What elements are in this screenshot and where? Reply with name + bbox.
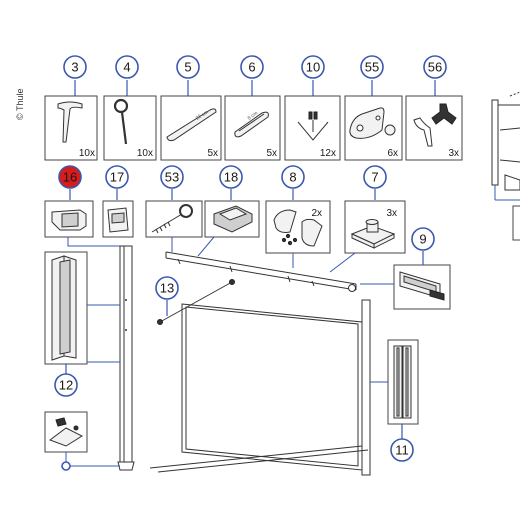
part-17-callout [105,165,129,189]
bracket-icon [349,107,396,139]
part-10-label: 10 [306,60,320,75]
part-5[interactable]: 22 cm 5x 5 [160,55,222,161]
cap-set-icon [273,209,323,247]
part-3-qty: 10x [79,148,95,159]
part-5-callout [176,55,200,79]
peg-icon [57,101,83,143]
part-4-qty: 10x [137,148,153,159]
part-17[interactable]: 17 [102,165,134,238]
part-6[interactable]: 8 cm 5x 6 [224,55,281,161]
mount-icon [350,219,396,249]
part-18-label: 18 [224,170,238,185]
part-17-label: 17 [110,170,124,185]
part-6-marking: 8 cm [247,111,259,122]
part-11-label: 11 [395,443,409,458]
clip-icon [413,103,457,147]
part-7-qty: 3x [386,208,397,219]
rail-icon [393,345,412,419]
ring-peg-icon [113,98,129,145]
clamp-icon [213,205,253,233]
eye-bolt-icon [151,204,193,234]
part-5-qty: 5x [207,148,218,159]
part-9-label: 9 [419,232,426,247]
part-10-callout [301,55,325,79]
part-10[interactable]: 12x 10 [284,55,341,161]
part-55[interactable]: 6x 55 [344,55,403,161]
part-13-label: 13 [160,281,174,296]
foot-callout-dot [61,461,71,471]
part-8[interactable]: 2x 8 [265,165,331,268]
part-8-label: 8 [289,170,296,185]
part-55-label: 55 [365,60,379,75]
part-3-callout [63,55,87,79]
strap-icon [234,111,269,138]
part-4-box [103,95,157,161]
part-16-label: 16 [63,170,77,185]
part-11[interactable]: 11 [370,339,419,462]
part-18-callout [219,165,243,189]
part-16[interactable]: 16 [44,165,128,247]
part-6-label: 6 [248,60,255,75]
part-12[interactable]: 12 [44,251,120,397]
part-9-callout [411,227,435,251]
part-6-callout [240,55,264,79]
part-3[interactable]: 10x 3 [44,55,98,161]
part-9[interactable]: 9 [360,227,451,310]
part-7[interactable]: 3x 7 [329,165,406,273]
awning-assembly [117,245,371,476]
part-18[interactable]: 18 [197,165,260,257]
part-8-callout [281,165,305,189]
cropped-detail [491,91,520,241]
anchor-icon [297,111,329,141]
part-55-qty: 6x [387,148,398,159]
part-53-callout [160,165,184,189]
part-4-label: 4 [123,60,130,75]
part-7-callout [363,165,387,189]
part-3-label: 3 [71,60,78,75]
part-53-label: 53 [165,170,179,185]
part-13[interactable]: 13 [155,276,235,325]
part-56-callout [423,55,447,79]
part-7-label: 7 [371,170,378,185]
copyright-text: © Thule [15,89,25,120]
part-56-box [405,95,463,161]
part-56[interactable]: 3x 56 [405,55,463,161]
part-4[interactable]: 10x 4 [103,55,157,161]
crank-housing-icon [399,271,445,301]
part-10-qty: 12x [320,148,336,159]
part-12-label: 12 [59,378,73,393]
part-56-qty: 3x [448,148,459,159]
tension-rafter-icon [157,279,235,325]
foot-detail [44,411,120,471]
leg-channel-icon [51,255,77,361]
part-56-label: 56 [428,60,442,75]
part-8-qty: 2x [311,208,322,219]
part-53[interactable]: 53 [145,165,203,252]
part-6-qty: 5x [266,148,277,159]
part-55-callout [360,55,384,79]
part-4-callout [115,55,139,79]
part-16-callout [58,165,82,189]
part-13-callout [155,276,179,300]
part-12-callout [54,373,78,397]
strap-icon [166,108,217,142]
part-5-label: 5 [184,60,191,75]
part-11-callout [390,438,414,462]
